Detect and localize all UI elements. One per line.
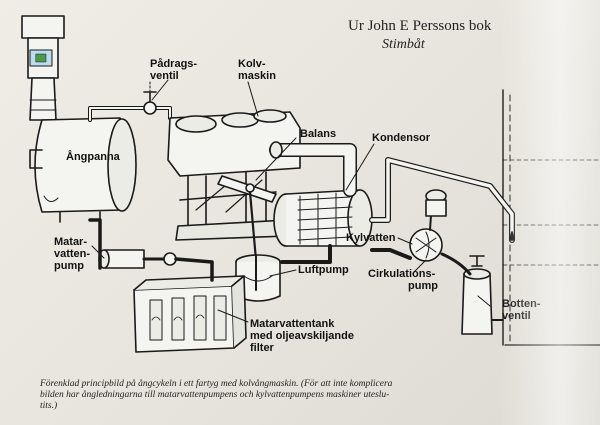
label-kondensor: Kondensor [372, 132, 431, 144]
label-bottenventil-line1: Botten- [502, 298, 541, 310]
label-angpanna: Ångpanna [66, 151, 120, 163]
label-cirkulationspump: Cirkulations- pump [368, 268, 438, 292]
label-bottenventil: Botten- ventil [502, 298, 541, 322]
label-kolvmaskin-line1: Kolv- [238, 58, 266, 70]
header-title: Ur John E Perssons bok [348, 18, 492, 34]
label-matarvattenpump-line3: pump [54, 260, 84, 272]
throttle-valve [143, 79, 157, 115]
label-kolvmaskin-line2: maskin [238, 70, 276, 82]
label-matarvattentank-line1: Matarvattentank [250, 318, 335, 330]
caption-line1: Förenklad principbild på ångcykeln i ett… [40, 379, 393, 389]
header-subtitle: Stimbåt [382, 37, 425, 52]
chimney [21, 15, 65, 121]
feedwater-pump [88, 218, 214, 282]
label-matarvattentank: Matarvattentank med oljeavskiljande filt… [250, 318, 354, 354]
piston-engine [167, 109, 301, 241]
boiler [29, 117, 137, 223]
label-padragsventil-line1: Pådrags- [150, 58, 198, 70]
label-matarvattenpump-line1: Matar- [54, 236, 88, 248]
bottom-valve [440, 252, 504, 335]
label-cirkulationspump-line2: pump [408, 280, 438, 292]
label-bottenventil-line2: ventil [502, 310, 531, 322]
label-matarvattentank-line3: filter [250, 342, 274, 354]
label-kolvmaskin: Kolv- maskin [238, 58, 276, 82]
label-luftpump: Luftpump [298, 264, 349, 276]
circulation-pump [409, 189, 447, 262]
caption-line3: tits.) [40, 401, 58, 411]
condenser [273, 189, 373, 247]
feedwater-tank [133, 275, 247, 353]
caption-line2: bilden har ångledningarna till matarvatt… [40, 390, 390, 400]
label-matarvattentank-line2: med oljeavskiljande [250, 330, 354, 342]
label-kylvatten: Kylvatten [346, 232, 396, 244]
leader-lines [91, 79, 491, 323]
label-padragsventil-line2: ventil [150, 70, 179, 82]
label-balans: Balans [300, 128, 337, 140]
air-pump [235, 254, 281, 302]
caption: Förenklad principbild på ångcykeln i ett… [40, 379, 440, 412]
label-padragsventil: Pådrags- ventil [150, 58, 197, 82]
label-matarvattenpump: Matar- vatten- pump [54, 236, 90, 272]
label-matarvattenpump-line2: vatten- [54, 248, 91, 260]
exhaust-pipe [269, 141, 357, 197]
label-cirkulationspump-line1: Cirkulations- [368, 268, 436, 280]
balance-beam [217, 175, 277, 262]
